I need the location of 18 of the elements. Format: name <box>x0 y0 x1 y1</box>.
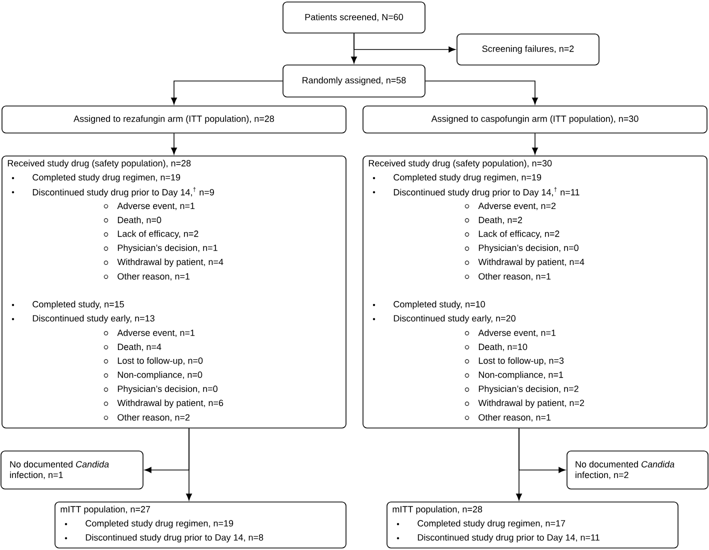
list-box: mITT population, n=28 Completed study drug regimen, n=17 Discontinued study drug prior to Day 14, n=11 <box>386 502 678 548</box>
arrow <box>425 80 538 104</box>
flow-box: No documented Candida infection, n=1 <box>0 450 144 490</box>
list-box: Received study drug (safety population), n=28 Completed study drug regimen, n=19 Discontinued study drug prior to Day 14,$^{†}$ n=9 Adverse event, n=1 Death, n=0 Lack of efficacy, n=2 Physician’s decision, n=1 Withdrawal by patient, n=4 Other reason, n=1 Completed study, n=15 Discontinued study early, n=13 Adverse event, n=1 Death, n=4 Lost to follow-up, n=0 Non-compliance, n=0 Physician’s decision, n=0 Withdrawal by patient, n=6 Other reason, n=2 <box>2 156 346 428</box>
list-box: mITT population, n=27 Completed study drug regimen, n=19 Discontinued study drug prior to Day 14, n=8 <box>54 502 346 548</box>
arrow <box>171 133 177 154</box>
arrow <box>171 80 283 104</box>
flow-box: No documented Candida infection, n=2 <box>566 450 708 490</box>
arrow <box>354 33 456 52</box>
flow-box: Randomly assigned, n=58 <box>282 64 426 98</box>
arrow <box>516 428 522 500</box>
flow-box: Assigned to caspofungin arm (ITT population), n=30 <box>362 106 708 134</box>
list-box: Received study drug (safety population), n=30 Completed study drug regimen, n=19 Discontinued study drug prior to Day 14,$^{†}$ n=11 Adverse event, n=2 Death, n=2 Lack of efficacy, n=2 Physician’s decision, n=0 Withdrawal by patient, n=4 Other reason, n=1 Completed study, n=10 Discontinued study early, n=20 Adverse event, n=1 Death, n=10 Lost to follow-up, n=3 Non-compliance, n=1 Physician’s decision, n=2 Withdrawal by patient, n=2 Other reason, n=1 <box>362 156 708 428</box>
flow-box: Assigned to rezafungin arm (ITT population), n=28 <box>2 106 346 134</box>
flow-box: Screening failures, n=2 <box>456 34 600 66</box>
arrow <box>186 428 192 500</box>
flow-box: Patients screened, N=60 <box>282 2 426 34</box>
arrow <box>532 133 538 154</box>
